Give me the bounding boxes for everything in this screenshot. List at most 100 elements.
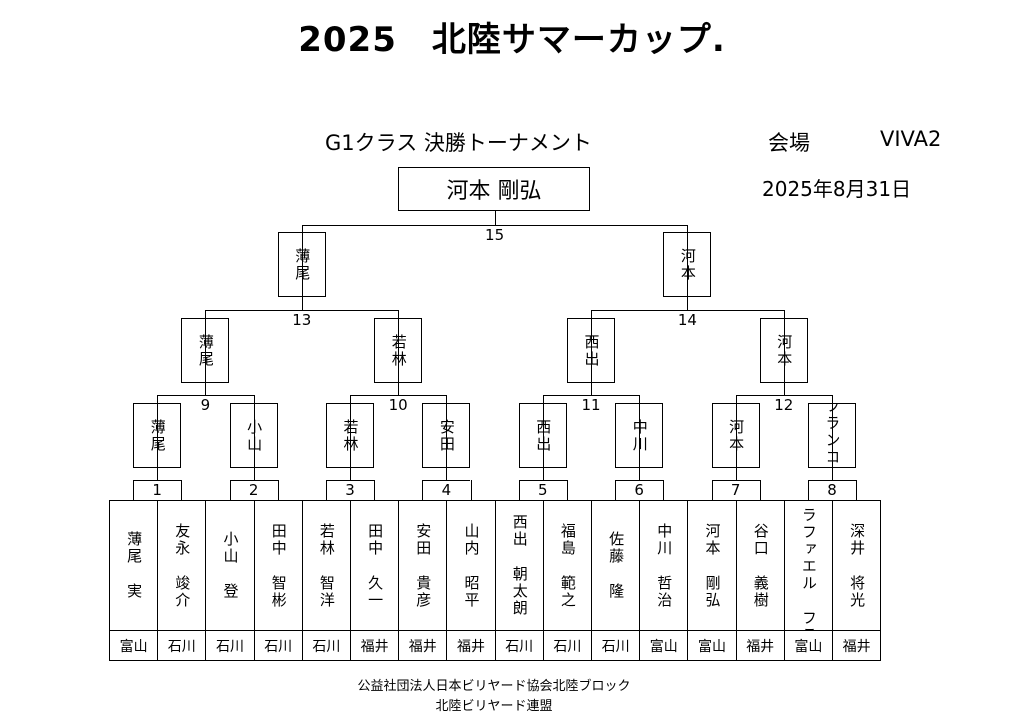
player-surname: 安田 <box>414 522 433 557</box>
prefecture-label: 石川 <box>264 638 293 655</box>
bracket-line <box>711 480 713 500</box>
bracket-line <box>735 395 737 468</box>
bracket-line <box>422 480 424 500</box>
player-name: 西出朝太朗 <box>496 501 543 630</box>
player-name: 田中智彬 <box>255 501 302 630</box>
player-name-cell: 谷口義樹 <box>735 500 785 631</box>
player-surname: 山内 <box>462 522 481 557</box>
bracket-line <box>446 468 448 480</box>
player-name-cell: 河本剛弘 <box>687 500 737 631</box>
footer-organization: 公益社団法人日本ビリヤード協会北陸ブロック <box>357 679 631 694</box>
player-prefecture: 福井 <box>832 630 882 661</box>
player-name: 友永竣介 <box>158 501 205 630</box>
player-name-cell: 安田貴彦 <box>398 500 448 631</box>
player-name: 山内昭平 <box>447 501 494 630</box>
player-prefecture: 富山 <box>783 630 833 661</box>
bracket-line <box>615 480 617 500</box>
bracket-line <box>205 310 399 311</box>
match-number: 4 <box>441 481 452 499</box>
player-surname: 田中 <box>366 522 385 557</box>
prefecture-label: 富山 <box>794 638 823 655</box>
match-number: 9 <box>200 396 211 414</box>
bracket-line <box>205 383 207 395</box>
bracket-line <box>783 383 785 395</box>
match-number: 11 <box>581 396 601 414</box>
bracket-line <box>615 480 664 481</box>
player-prefecture: 富山 <box>109 630 159 661</box>
prefecture-label: 石川 <box>312 638 341 655</box>
prefecture-label: 石川 <box>505 638 534 655</box>
bracket-line <box>422 480 471 481</box>
bracket-line <box>639 468 641 480</box>
player-name-cell: ラファエルフランコ <box>783 500 833 631</box>
bracket-line <box>253 468 255 480</box>
venue-label: 会場 <box>768 131 810 155</box>
player-prefecture: 石川 <box>157 630 207 661</box>
bracket-line <box>711 480 760 481</box>
match-number: 15 <box>485 226 505 244</box>
bracket-line <box>735 468 737 480</box>
player-prefecture: 福井 <box>350 630 400 661</box>
bracket-line <box>398 310 400 383</box>
player-given-name: 昭平 <box>462 574 481 609</box>
prefecture-label: 福井 <box>360 638 389 655</box>
player-name-cell: 薄尾実 <box>109 500 159 631</box>
bracket-line <box>325 480 375 481</box>
player-prefecture: 福井 <box>735 630 785 661</box>
player-prefecture: 石川 <box>301 630 351 661</box>
prefecture-label: 石川 <box>553 638 582 655</box>
player-name: 佐藤隆 <box>592 501 639 630</box>
player-given-name: 久一 <box>366 574 385 609</box>
player-name: 小山登 <box>206 501 253 630</box>
bracket-line <box>591 383 592 395</box>
bracket-line <box>181 480 183 500</box>
bracket-line <box>494 211 496 225</box>
player-given-name: フランコ <box>800 610 818 630</box>
bracket-line <box>832 468 833 480</box>
player-given-name: 登 <box>221 583 240 600</box>
player-surname: ラファエル <box>799 507 818 592</box>
bracket-line <box>783 310 785 383</box>
player-name: 薄尾実 <box>110 501 157 630</box>
player-name: 若林智洋 <box>303 501 350 630</box>
prefecture-label: 福井 <box>408 638 437 655</box>
player-surname: 谷口 <box>751 522 770 557</box>
prefecture-label: 石川 <box>601 638 630 655</box>
event-date: 2025年8月31日 <box>762 177 912 201</box>
bracket-line <box>350 395 351 468</box>
player-name-cell: 深井将光 <box>832 500 882 631</box>
bracket-line <box>253 395 255 468</box>
bracket-line <box>591 310 784 311</box>
player-surname: 佐藤 <box>607 531 626 565</box>
player-given-name: 剛弘 <box>703 574 722 609</box>
prefecture-label: 福井 <box>456 638 485 655</box>
bracket-line <box>832 395 833 468</box>
bracket-line <box>663 480 665 500</box>
bracket-line <box>735 395 832 396</box>
player-given-name: 竣介 <box>173 574 192 609</box>
bracket-line <box>856 480 858 500</box>
player-name: 中川哲治 <box>640 501 687 630</box>
player-given-name: 実 <box>125 583 144 600</box>
player-surname: 友永 <box>173 522 192 557</box>
bracket-line <box>542 395 640 396</box>
prefecture-label: 富山 <box>119 638 148 655</box>
prefecture-label: 福井 <box>746 638 775 655</box>
match-number: 7 <box>730 481 741 499</box>
bracket-line <box>301 225 688 226</box>
player-name-cell: 田中智彬 <box>253 500 303 631</box>
bracket-line <box>277 480 279 500</box>
match-number: 3 <box>345 481 355 499</box>
player-surname: 若林 <box>317 522 336 557</box>
player-given-name: 智彬 <box>269 574 288 609</box>
player-surname: 福島 <box>558 522 577 557</box>
player-prefecture: 福井 <box>446 630 496 661</box>
prefecture-label: 石川 <box>167 638 196 655</box>
player-surname: 小山 <box>221 531 240 565</box>
bracket-line <box>687 297 689 310</box>
bracket-line <box>687 225 689 297</box>
match-number: 10 <box>388 396 408 414</box>
player-name-cell: 福島範之 <box>542 500 592 631</box>
match-number: 8 <box>827 481 837 499</box>
player-given-name: 将光 <box>848 574 867 609</box>
